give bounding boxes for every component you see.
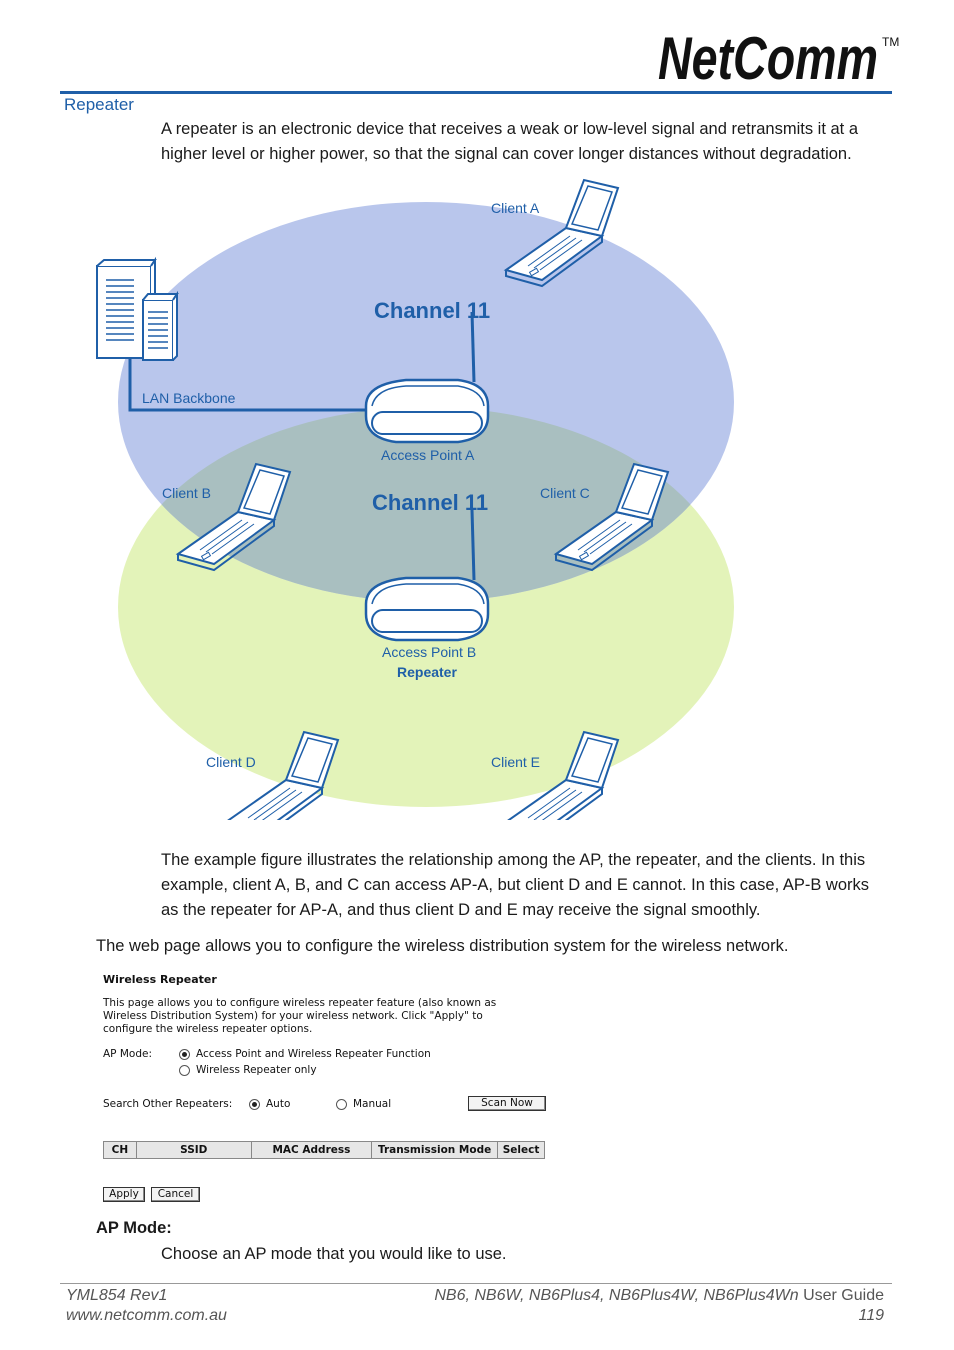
cancel-button[interactable]: Cancel (151, 1187, 200, 1202)
footer-doc-id: YML854 Rev1 (66, 1286, 227, 1306)
logo-wordmark: NetComm (658, 25, 878, 86)
ap-mode-option-repeater-only: Wireless Repeater only (196, 1064, 317, 1076)
column-header-mac: MAC Address (251, 1142, 371, 1159)
search-option-auto: Auto (266, 1098, 290, 1110)
ap-mode-radio-repeater-only[interactable] (179, 1065, 190, 1076)
column-header-ch: CH (104, 1142, 137, 1159)
client-a-label: Client A (491, 200, 540, 216)
wds-paragraph: The web page allows you to configure the… (96, 934, 896, 959)
footer-guide: User Guide (799, 1287, 884, 1304)
search-radio-auto[interactable] (249, 1099, 260, 1110)
search-radio-manual[interactable] (336, 1099, 347, 1110)
search-option-manual: Manual (353, 1098, 391, 1110)
footer-website: www.netcomm.com.au (66, 1306, 227, 1326)
footer-divider (60, 1283, 892, 1284)
form-title: Wireless Repeater (103, 973, 217, 986)
repeater-diagram: LAN Backbone Channel 11 Channel 11 Acces… (60, 170, 760, 820)
scan-now-button[interactable]: Scan Now (468, 1096, 546, 1111)
wireless-repeater-form: Wireless Repeater This page allows you t… (96, 968, 556, 1208)
access-point-a-label: Access Point A (381, 447, 475, 463)
section-title: Repeater (64, 95, 134, 115)
intro-prefix: A (161, 120, 176, 138)
column-header-select: Select (498, 1142, 545, 1159)
ap-mode-field-label: AP Mode: (103, 1048, 152, 1060)
footer-right: NB6, NB6W, NB6Plus4, NB6Plus4W, NB6Plus4… (430, 1286, 884, 1326)
intro-rest: is an electronic device that receives a … (161, 120, 858, 163)
intro-paragraph: A repeater is an electronic device that … (161, 117, 881, 167)
footer-left: YML854 Rev1 www.netcomm.com.au (66, 1286, 227, 1326)
client-e-label: Client E (491, 754, 540, 770)
repeater-label: Repeater (397, 664, 457, 680)
column-header-ssid: SSID (136, 1142, 251, 1159)
intro-term: repeater (176, 120, 237, 138)
server-icon (97, 260, 177, 360)
apply-button[interactable]: Apply (103, 1187, 145, 1202)
access-point-b-label: Access Point B (382, 644, 476, 660)
ap-mode-option-ap-and-repeater: Access Point and Wireless Repeater Funct… (196, 1048, 431, 1060)
column-header-transmission-mode: Transmission Mode (372, 1142, 498, 1159)
repeater-table: CH SSID MAC Address Transmission Mode Se… (103, 1141, 545, 1159)
search-repeaters-label: Search Other Repeaters: (103, 1098, 232, 1110)
form-description: This page allows you to configure wirele… (103, 997, 523, 1036)
client-d-label: Client D (206, 754, 256, 770)
header-divider (60, 91, 892, 94)
footer-page-number: 119 (430, 1306, 884, 1326)
netcomm-logo: NetComm TM (656, 24, 901, 86)
ap-mode-radio-ap-and-repeater[interactable] (179, 1049, 190, 1060)
ap-mode-description: Choose an AP mode that you would like to… (161, 1242, 507, 1267)
footer-models: NB6, NB6W, NB6Plus4, NB6Plus4W, NB6Plus4… (434, 1287, 798, 1304)
client-b-label: Client B (162, 485, 211, 501)
table-header-row: CH SSID MAC Address Transmission Mode Se… (104, 1142, 545, 1159)
lan-backbone-label: LAN Backbone (142, 390, 236, 406)
example-paragraph: The example figure illustrates the relat… (161, 848, 891, 923)
ap-mode-heading: AP Mode: (96, 1219, 172, 1238)
client-c-label: Client C (540, 485, 590, 501)
logo-trademark: TM (882, 35, 899, 49)
